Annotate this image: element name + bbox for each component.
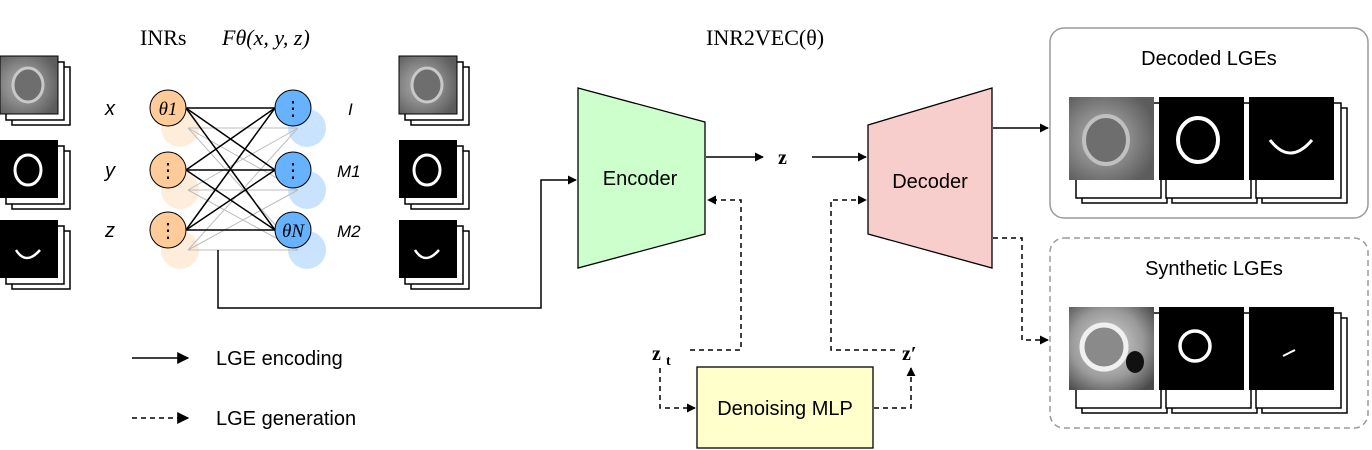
output-label-m1: M1	[337, 162, 361, 181]
input-image-stack-mri	[0, 55, 71, 126]
input-image-stack-mask-arc	[0, 220, 71, 290]
input-label-y: y	[103, 160, 116, 182]
output-node-2: ⋮	[274, 151, 312, 189]
output-node-1: ⋮	[274, 89, 312, 127]
encoder-label: Encoder	[603, 168, 678, 190]
encoder-block: Encoder	[577, 87, 706, 269]
svg-text:θ1: θ1	[159, 99, 178, 120]
inr-network: θ1 ⋮ ⋮ ⋮ ⋮ θN	[149, 89, 326, 269]
svg-text:θN: θN	[282, 221, 305, 242]
output-image-stack-mask-ring	[399, 140, 470, 210]
inr-to-encoder-arrow	[217, 175, 577, 309]
input-label-z: z	[104, 220, 115, 242]
mlp-to-zprime-arrow	[874, 367, 916, 409]
denoising-mlp-block: Denoising MLP	[696, 366, 874, 449]
svg-text:⋮: ⋮	[283, 160, 303, 182]
latent-z-prime: z′	[902, 343, 917, 365]
decoded-image-ring	[1159, 97, 1258, 204]
input-image-stack-mask-ring	[0, 140, 71, 210]
output-node-theta-n: θN	[274, 211, 312, 249]
zprime-to-decoder-arrow	[830, 195, 895, 351]
zt-to-mlp-arrow	[659, 368, 696, 413]
legend-generation-label: LGE generation	[216, 408, 356, 430]
svg-text:⋮: ⋮	[158, 160, 178, 182]
decoder-label: Decoder	[892, 171, 968, 193]
zt-to-encoder-arrow	[690, 195, 742, 351]
input-label-x: x	[104, 98, 116, 120]
decoded-image-mri	[1069, 97, 1168, 204]
svg-text:t: t	[666, 354, 671, 369]
output-image-stack-mask-arc	[399, 220, 470, 290]
inr-function-label: Fθ(x, y, z)	[221, 25, 310, 50]
decoded-lges-panel: Decoded LGEs	[1049, 27, 1369, 219]
input-node-theta-1: θ1	[149, 89, 187, 127]
svg-text:z: z	[652, 343, 661, 365]
legend: LGE encoding LGE generation	[132, 348, 356, 430]
input-node-2: ⋮	[149, 151, 187, 189]
latent-z: z	[778, 147, 787, 169]
decoder-block: Decoder	[867, 87, 993, 269]
decoder-to-synthetic-arrow	[993, 237, 1049, 345]
decoded-image-arc	[1249, 97, 1348, 204]
synthetic-image-arc	[1249, 307, 1348, 414]
inr2vec-title: INR2VEC(θ)	[706, 25, 824, 50]
decoded-lges-title: Decoded LGEs	[1141, 48, 1277, 70]
synthetic-image-mri	[1069, 307, 1168, 414]
output-image-stack-mri	[398, 55, 470, 126]
input-node-3: ⋮	[149, 211, 187, 249]
output-label-i: I	[348, 100, 353, 119]
denoising-mlp-label: Denoising MLP	[717, 398, 853, 420]
synthetic-lges-panel: Synthetic LGEs	[1049, 237, 1369, 429]
output-label-m2: M2	[337, 222, 361, 241]
inr-title: INRs	[140, 25, 186, 50]
svg-text:⋮: ⋮	[158, 220, 178, 242]
svg-text:⋮: ⋮	[283, 98, 303, 120]
synthetic-lges-title: Synthetic LGEs	[1145, 258, 1283, 280]
legend-encoding-label: LGE encoding	[216, 348, 343, 370]
latent-z-t: z t	[652, 343, 671, 369]
synthetic-image-ring	[1159, 307, 1258, 414]
